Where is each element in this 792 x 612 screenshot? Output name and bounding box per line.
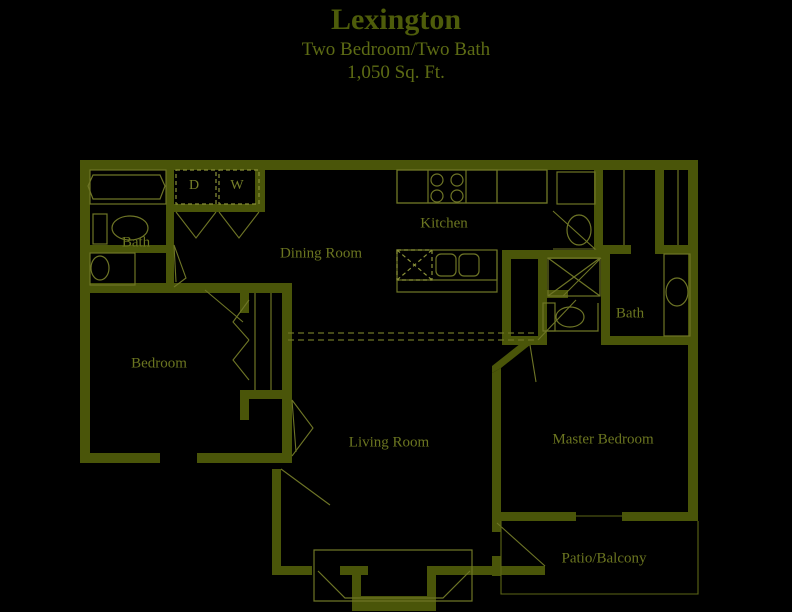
patio-outline: [500, 515, 699, 595]
bay-window: [313, 549, 473, 602]
entry-angled-wall: [280, 468, 546, 567]
plan-header: Lexington Two Bedroom/Two Bath 1,050 Sq.…: [0, 0, 792, 84]
kitchen-pantry: [552, 171, 597, 250]
ceiling-detail-line: [288, 332, 536, 341]
kitchen-lower-counter: [396, 249, 498, 293]
right-top-closet: [623, 170, 679, 245]
kitchen-stove: [430, 173, 464, 203]
master-bath-shower: [547, 257, 601, 297]
wall-structure: [80, 160, 698, 611]
hall-door: [291, 399, 314, 457]
guest-bath-vanity: [92, 213, 149, 245]
bedroom-door: [204, 289, 244, 323]
laundry-closet: [175, 169, 260, 239]
master-bedroom-door: [529, 344, 537, 383]
plan-subtitle: Two Bedroom/Two Bath: [301, 39, 491, 60]
bedroom-closet: [232, 293, 272, 390]
plan-square-footage: 1,050 Sq. Ft.: [347, 62, 445, 83]
master-bath-doors: [537, 257, 602, 341]
kitchen-upper-counter: [396, 169, 548, 204]
guest-bath-tub: [87, 169, 167, 205]
guest-bath-door: [173, 244, 187, 288]
dryer-label: D: [188, 178, 200, 193]
master-bath-tub: [663, 253, 691, 337]
guest-bath-toilet: [89, 252, 136, 286]
page-title: Lexington: [330, 3, 462, 36]
washer-label: W: [230, 178, 244, 193]
